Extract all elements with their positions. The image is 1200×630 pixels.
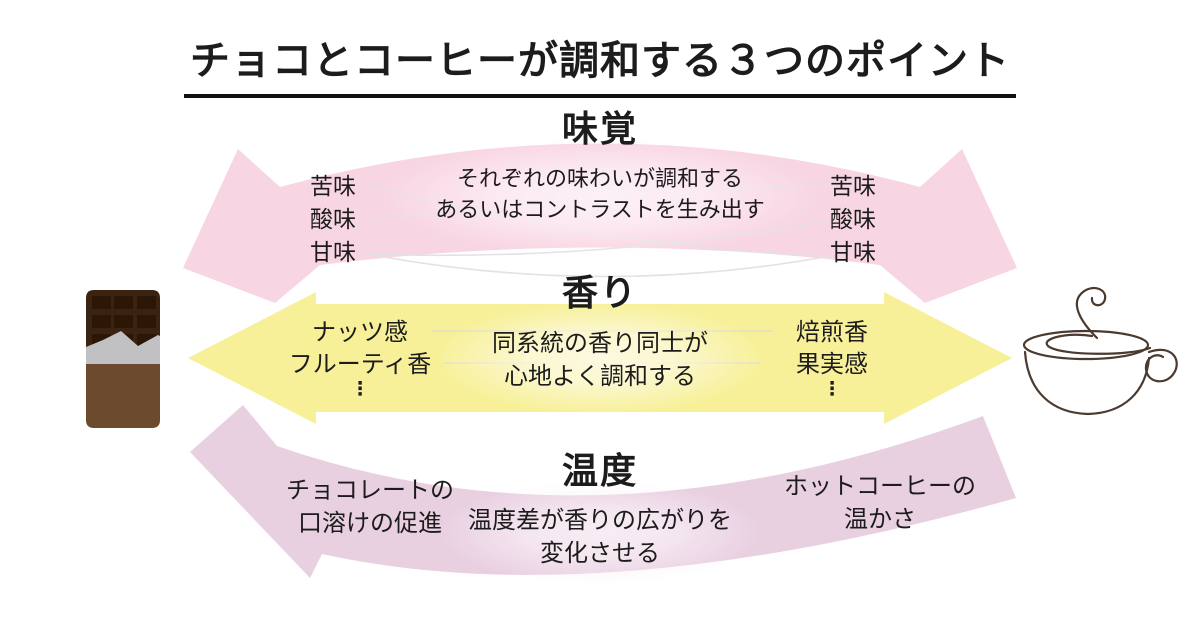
temperature-center-line2: 変化させる (540, 540, 660, 567)
taste-heading: 味覚 (561, 108, 639, 149)
taste-left-label: 苦味 (310, 173, 356, 199)
temperature-left-note: チョコレートの 口溶けの促進 (286, 474, 454, 540)
temperature-arrow-shape (190, 405, 1016, 578)
taste-right-labels: 苦味 酸味 甘味 (822, 170, 884, 269)
cup-rim (1022, 329, 1150, 361)
aroma-left-label: フルーティ香 (288, 351, 432, 378)
temperature-right-note: ホットコーヒーの 温かさ (784, 470, 976, 536)
taste-right-label: 酸味 (830, 206, 876, 232)
aroma-right-ellipsis: ⋮ (822, 379, 842, 400)
taste-center-note: それぞれの味わいが調和する あるいはコントラストを生み出す (435, 163, 765, 225)
aroma-center-line2: 心地よく調和する (504, 363, 696, 390)
temperature-left-line2: 口溶けの促進 (298, 510, 442, 537)
taste-right-label: 甘味 (830, 239, 876, 265)
temperature-left-line1: チョコレートの (286, 477, 454, 504)
aroma-right-label: 果実感 (796, 351, 868, 378)
cup-surface-swirl (1045, 333, 1152, 355)
aroma-center-line1: 同系統の香り同士が (492, 330, 708, 357)
temperature-heading: 温度 (561, 450, 639, 491)
aroma-right-label: 焙煎香 (796, 319, 868, 346)
cup-bowl (1023, 350, 1151, 416)
taste-center-line2: あるいはコントラストを生み出す (435, 197, 765, 222)
temperature-center-note: 温度差が香りの広がりを 変化させる (468, 504, 732, 570)
temperature-right-line1: ホットコーヒーの (784, 473, 976, 500)
taste-center-line1: それぞれの味わいが調和する (456, 166, 743, 191)
taste-left-labels: 苦味 酸味 甘味 (302, 170, 364, 269)
coffee-cup-icon (1022, 286, 1178, 416)
chocolate-bar-icon (86, 290, 160, 428)
taste-right-label: 苦味 (830, 173, 876, 199)
aroma-center-note: 同系統の香り同士が 心地よく調和する (492, 327, 708, 393)
temperature-center-line1: 温度差が香りの広がりを (468, 507, 732, 534)
aroma-right-labels: 焙煎香 果実感 ⋮ (796, 317, 868, 399)
aroma-heading: 香り (561, 272, 639, 313)
cup-handle (1144, 348, 1178, 383)
aroma-left-labels: ナッツ感 フルーティ香 ⋮ (289, 317, 432, 399)
aroma-left-label: ナッツ感 (312, 319, 408, 346)
taste-left-label: 酸味 (310, 206, 356, 232)
temperature-right-line2: 温かさ (844, 506, 916, 533)
steam-swirl (1075, 286, 1107, 340)
aroma-left-ellipsis: ⋮ (350, 379, 370, 400)
page-title: チョコとコーヒーが調和する３つのポイント (184, 28, 1016, 98)
taste-left-label: 甘味 (310, 239, 356, 265)
